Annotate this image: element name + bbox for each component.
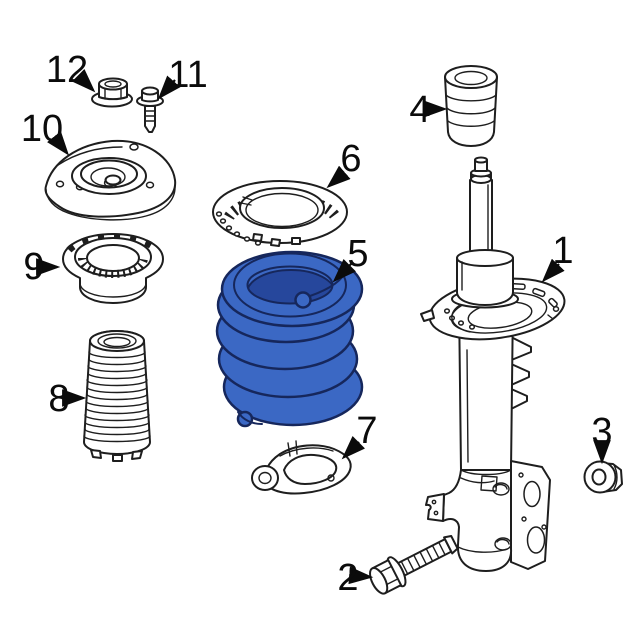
callout-lower-spring-insulator: 7 <box>341 410 378 460</box>
callout-arrow <box>157 75 181 100</box>
strut-mount-part <box>44 139 177 221</box>
callout-strut-bearing: 9 <box>23 246 61 288</box>
callout-strut-mount: 10 <box>21 108 70 156</box>
strut-mounting-bolt-part <box>369 534 459 595</box>
strut-bearing-part <box>62 233 164 304</box>
callout-number: 6 <box>340 138 361 180</box>
callout-dust-boot: 8 <box>48 378 87 420</box>
callout-number: 8 <box>48 378 69 420</box>
strut-mount-bolt-part <box>136 86 164 133</box>
callout-arrow <box>71 68 96 93</box>
callout-coil-spring: 5 <box>332 233 369 283</box>
callout-arrow <box>332 258 357 283</box>
callout-upper-spring-seat: 6 <box>326 138 362 189</box>
callout-arrow <box>47 131 70 156</box>
callout-strut-flange-nut: 3 <box>591 411 613 465</box>
callout-jounce-bumper: 4 <box>409 89 448 131</box>
dust-boot-part <box>83 330 151 462</box>
callout-arrow <box>341 435 366 460</box>
callout-number: 3 <box>591 411 612 453</box>
upper-spring-seat-part <box>212 180 348 247</box>
callout-number: 9 <box>23 246 44 288</box>
strut-mount-nut-part <box>91 77 133 108</box>
coil-spring-part <box>215 250 364 428</box>
callout-number: 12 <box>46 49 88 91</box>
callout-number: 2 <box>337 557 358 599</box>
callout-number: 5 <box>347 233 368 275</box>
callout-strut-assembly: 1 <box>541 230 574 283</box>
strut-flange-nut-part <box>583 460 623 494</box>
callout-number: 4 <box>409 89 430 131</box>
callout-strut-mount-nut: 12 <box>46 49 96 93</box>
callout-arrow <box>541 258 565 283</box>
jounce-bumper-part <box>444 65 498 147</box>
lower-spring-insulator-part <box>251 440 352 495</box>
strut-assembly-part <box>420 156 566 572</box>
callout-number: 10 <box>21 108 63 150</box>
callout-number: 1 <box>552 230 573 272</box>
callout-number: 7 <box>356 410 377 452</box>
callout-number: 11 <box>168 54 207 96</box>
callout-arrow <box>348 566 374 585</box>
callout-strut-mount-bolt: 11 <box>157 54 208 100</box>
callout-arrow <box>326 165 351 189</box>
callout-strut-mounting-bolt: 2 <box>337 557 374 599</box>
